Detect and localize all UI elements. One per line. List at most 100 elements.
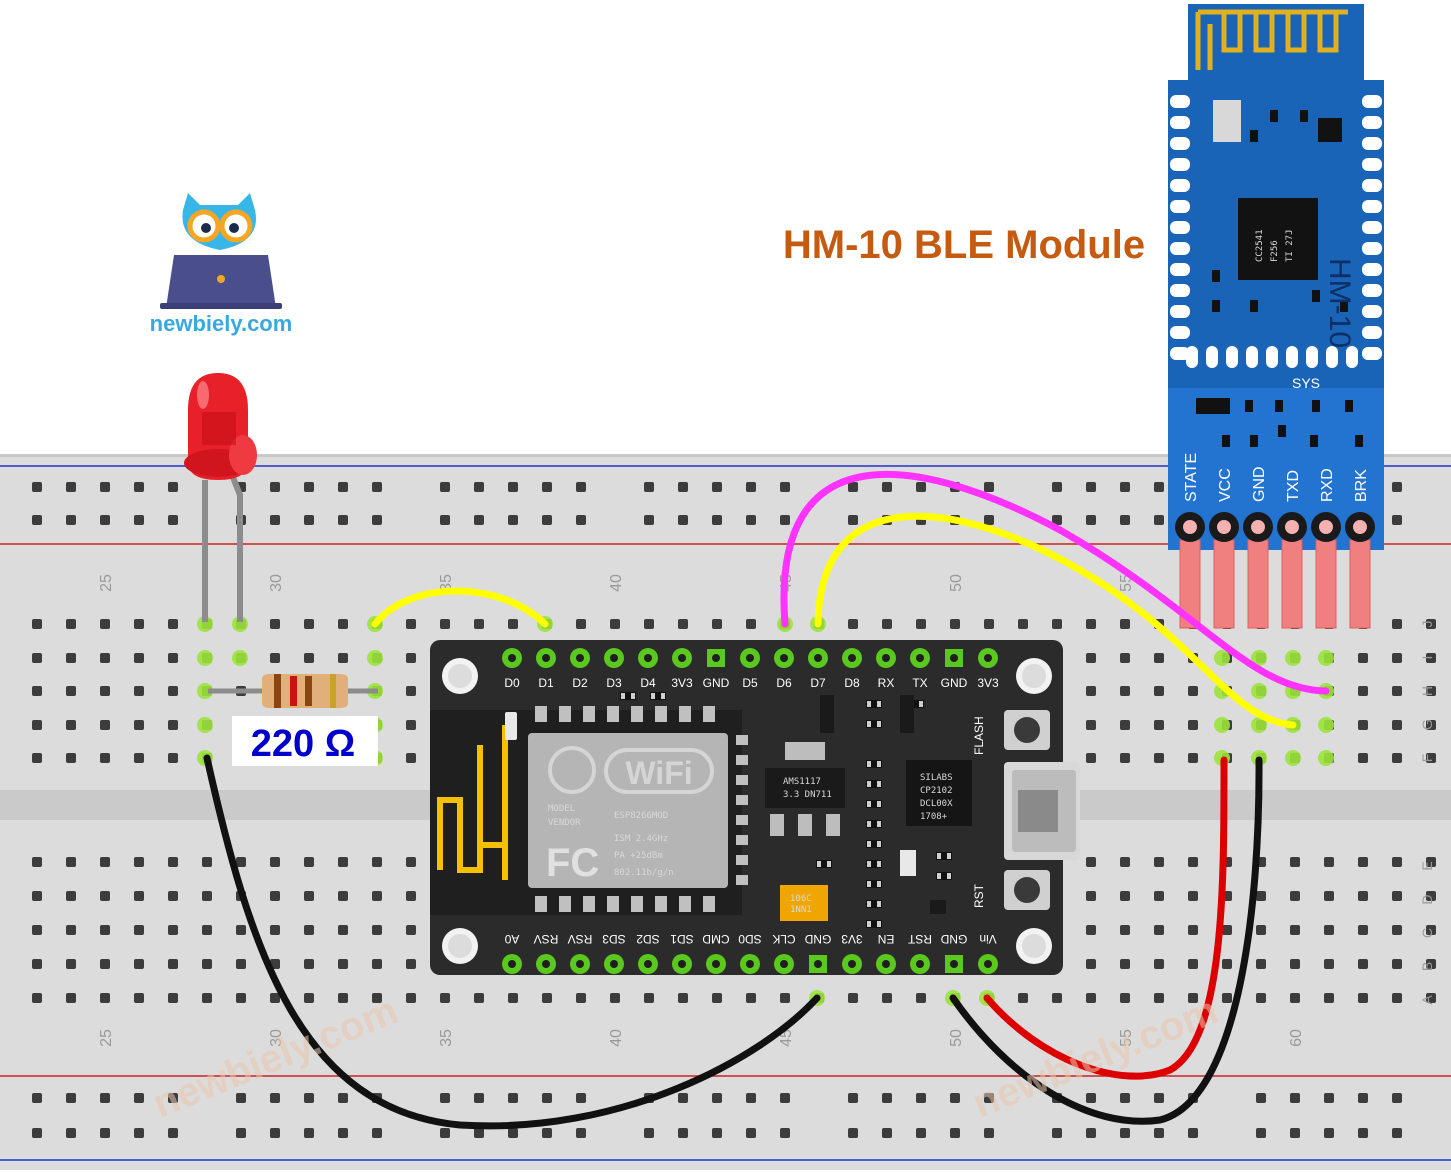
breadboard-hole xyxy=(338,653,348,663)
breadboard-hole xyxy=(610,993,620,1003)
breadboard-hole xyxy=(1426,925,1436,935)
castellated-pad xyxy=(1346,346,1358,368)
red-led xyxy=(184,373,257,622)
rail-hole xyxy=(712,1093,722,1103)
breadboard-hole xyxy=(338,619,348,629)
mcu-pin-label: D2 xyxy=(572,676,588,690)
rail-hole xyxy=(1392,1128,1402,1138)
breadboard-hole xyxy=(32,857,42,867)
rail-hole xyxy=(916,482,926,492)
mcu-pin-label: D4 xyxy=(640,676,656,690)
cc2541-chip xyxy=(1238,198,1318,280)
breadboard-hole xyxy=(100,993,110,1003)
breadboard-hole xyxy=(440,993,450,1003)
connected-hole xyxy=(367,650,383,666)
rail-hole xyxy=(746,1093,756,1103)
breadboard-hole xyxy=(1188,891,1198,901)
breadboard-hole xyxy=(1052,993,1062,1003)
module-spec-4: 802.11b/g/n xyxy=(614,868,674,878)
breadboard-hole xyxy=(678,619,688,629)
breadboard-hole xyxy=(1188,753,1198,763)
mcu-pin-label: GND xyxy=(804,932,831,946)
rail-hole xyxy=(1392,482,1402,492)
breadboard-hole xyxy=(1290,993,1300,1003)
breadboard-hole xyxy=(1358,891,1368,901)
rail-hole xyxy=(848,1128,858,1138)
castellated-pad xyxy=(1170,95,1190,108)
breadboard-hole xyxy=(1358,653,1368,663)
castellated-pad xyxy=(1170,158,1190,171)
mcu-pin-label: D5 xyxy=(742,676,758,690)
rail-hole xyxy=(270,482,280,492)
svg-text:SILABS: SILABS xyxy=(920,773,953,783)
breadboard-hole xyxy=(1120,686,1130,696)
breadboard-hole xyxy=(66,686,76,696)
breadboard-hole xyxy=(1426,686,1436,696)
rail-hole xyxy=(100,482,110,492)
rail-hole xyxy=(1086,1128,1096,1138)
mcu-pin-label: SD1 xyxy=(670,932,694,946)
rail-hole xyxy=(1052,482,1062,492)
rail-hole xyxy=(1290,1093,1300,1103)
castellated-pad xyxy=(1170,263,1190,276)
rail-hole xyxy=(1392,515,1402,525)
mcu-pin-label: 3V3 xyxy=(671,676,693,690)
hm10-pin-label: GND xyxy=(1251,466,1268,502)
breadboard-hole xyxy=(1154,891,1164,901)
castellated-pad xyxy=(1362,158,1382,171)
breadboard-hole xyxy=(1120,891,1130,901)
breadboard-hole xyxy=(1324,993,1334,1003)
breadboard-hole xyxy=(474,619,484,629)
rail-hole xyxy=(1324,1093,1334,1103)
wire-red-vin-hm10 xyxy=(983,756,1228,1080)
breadboard-hole xyxy=(372,959,382,969)
breadboard-hole xyxy=(1086,993,1096,1003)
mcu-pin-label: 3V3 xyxy=(841,932,863,946)
breadboard-hole xyxy=(168,753,178,763)
svg-text:CP2102: CP2102 xyxy=(920,786,953,796)
breadboard-hole xyxy=(1324,857,1334,867)
rail-hole xyxy=(1120,1093,1130,1103)
breadboard-hole xyxy=(270,925,280,935)
breadboard-hole xyxy=(1256,925,1266,935)
castellated-pad xyxy=(1206,346,1218,368)
castellated-pad xyxy=(1306,346,1318,368)
rail-hole xyxy=(1256,1093,1266,1103)
hm10-header-pin xyxy=(1349,539,1371,629)
breadboard-hole xyxy=(1324,959,1334,969)
row-letter: H xyxy=(1419,686,1435,696)
module-spec-1: ESP8266MOD xyxy=(614,811,668,821)
breadboard-hole xyxy=(440,619,450,629)
breadboard-hole xyxy=(1188,959,1198,969)
breadboard-hole xyxy=(576,619,586,629)
svg-text:AMS1117: AMS1117 xyxy=(783,777,821,787)
castellated-pad xyxy=(1362,305,1382,318)
breadboard-hole xyxy=(1222,959,1232,969)
mcu-pin-label: A0 xyxy=(504,932,519,946)
castellated-pad xyxy=(1170,116,1190,129)
breadboard-hole xyxy=(270,619,280,629)
breadboard-hole xyxy=(100,857,110,867)
resistor-label-box xyxy=(232,716,378,766)
rail-hole xyxy=(1154,1093,1164,1103)
breadboard-hole xyxy=(644,993,654,1003)
breadboard-hole xyxy=(1426,720,1436,730)
breadboard-hole xyxy=(542,993,552,1003)
breadboard-hole xyxy=(1154,925,1164,935)
mcu-pin-label: RSV xyxy=(568,932,593,946)
breadboard-hole xyxy=(32,925,42,935)
castellated-pad xyxy=(1362,284,1382,297)
castellated-pad xyxy=(1186,346,1198,368)
rail-hole xyxy=(66,515,76,525)
breadboard-hole xyxy=(1086,720,1096,730)
connected-hole xyxy=(1318,650,1334,666)
breadboard-hole xyxy=(66,720,76,730)
breadboard-hole xyxy=(1290,891,1300,901)
rail-hole xyxy=(1358,1093,1368,1103)
rail-hole xyxy=(1120,482,1130,492)
